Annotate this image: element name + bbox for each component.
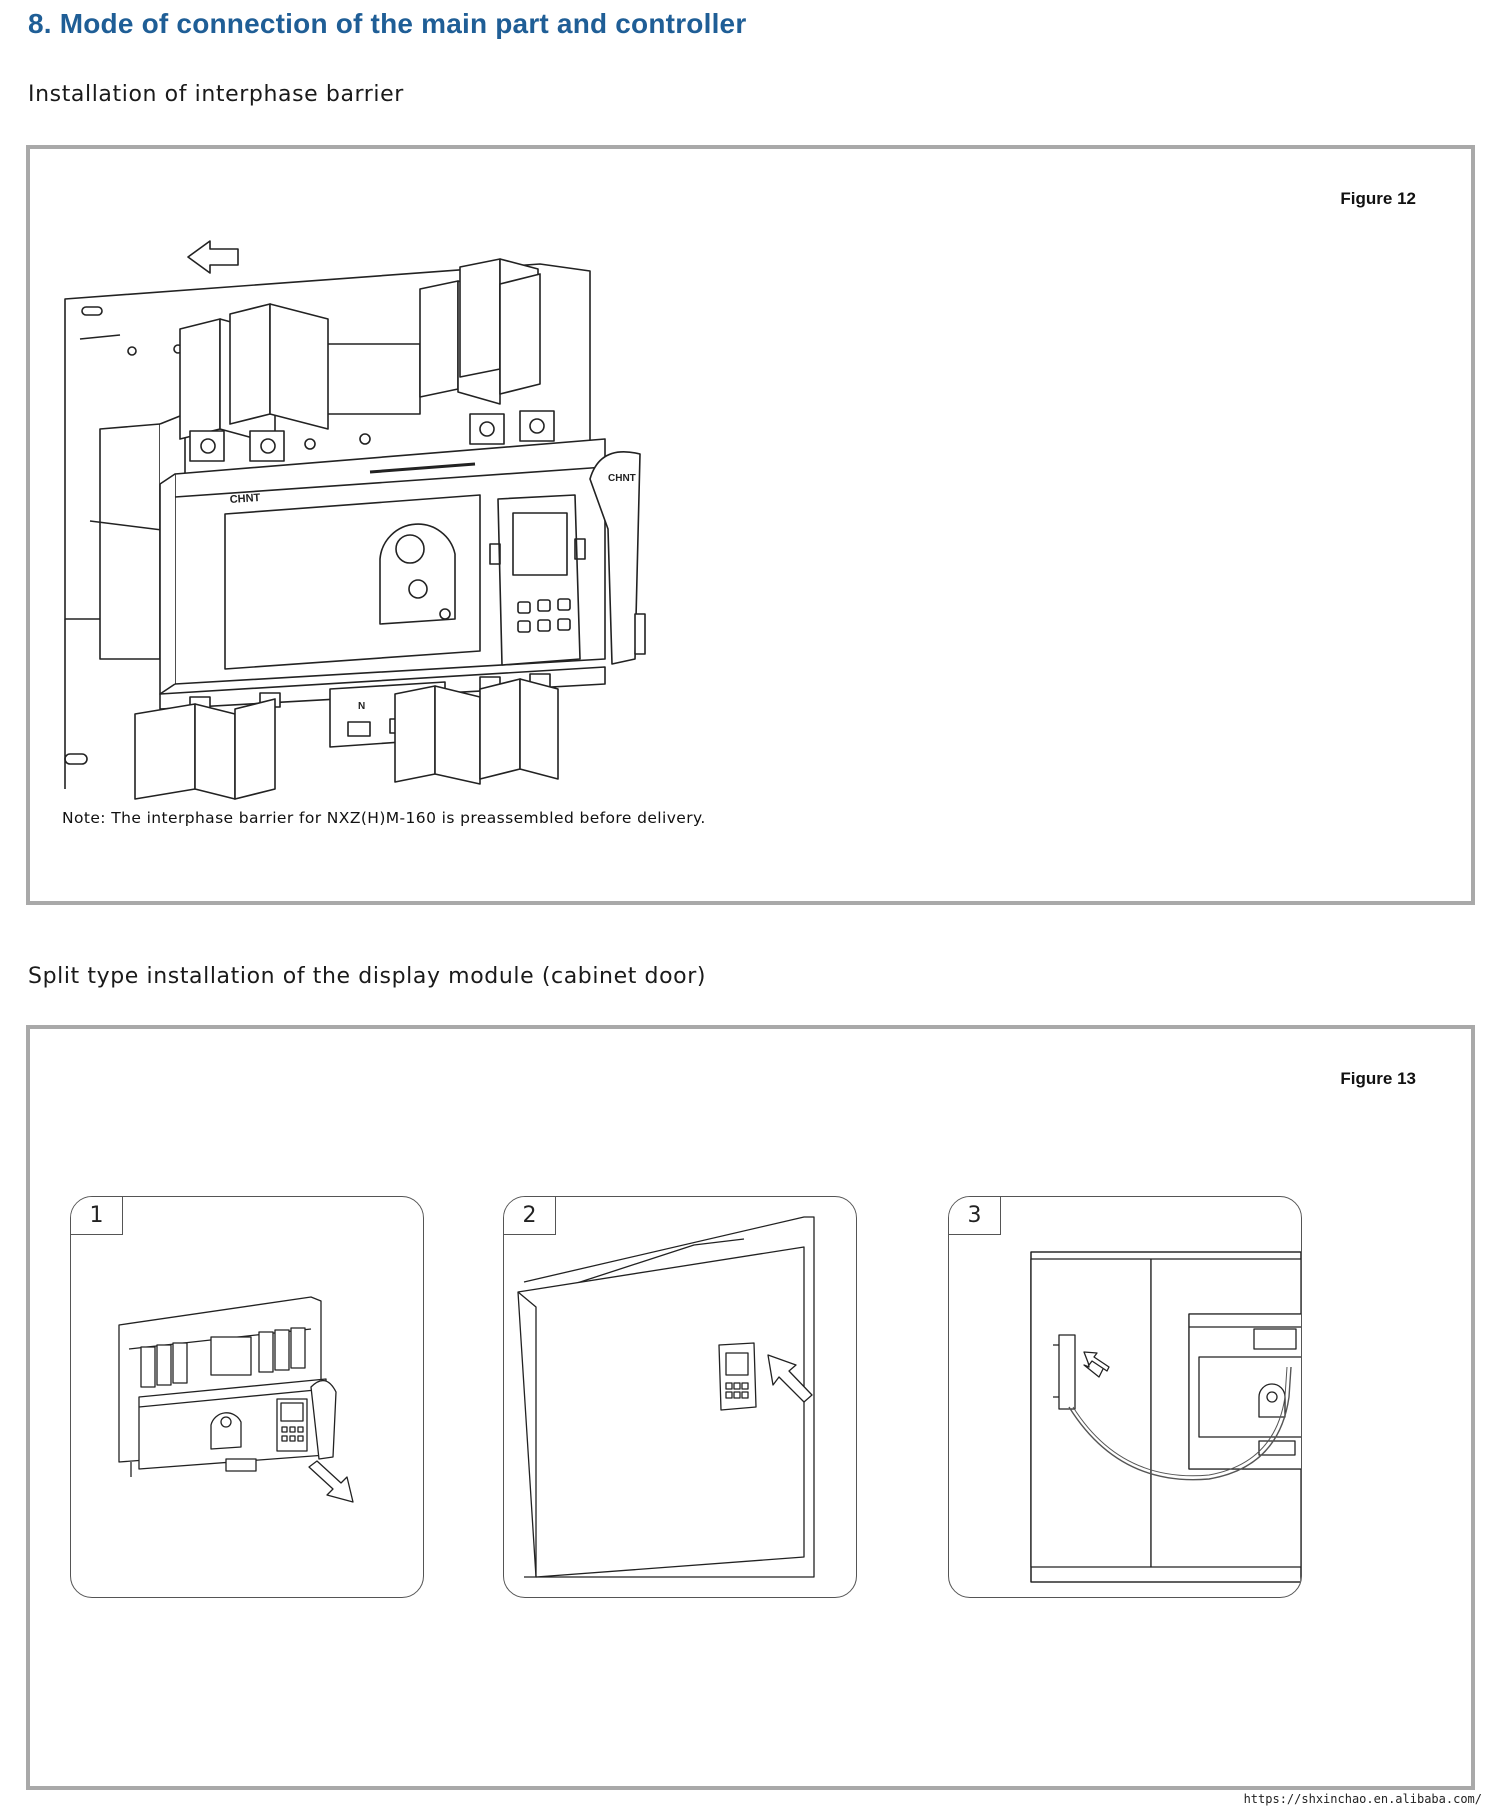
figure-12-label: Figure 12 (1340, 189, 1416, 208)
footer-url[interactable]: https://shxinchao.en.alibaba.com/ (1243, 1792, 1482, 1806)
step-2-illustration (517, 1216, 815, 1578)
figure-12-note: Note: The interphase barrier for NXZ(H)M… (62, 809, 706, 827)
terminal-label-n: N (358, 701, 365, 712)
step-1-number: 1 (71, 1197, 123, 1235)
figure-13-panel: Figure 13 1 2 (26, 1025, 1475, 1790)
step-3-panel: 3 (948, 1196, 1302, 1598)
device-brand-handle: CHNT (608, 473, 636, 484)
step-3-number: 3 (949, 1197, 1001, 1235)
section-title-interphase-barrier: Installation of interphase barrier (28, 82, 404, 107)
interphase-barrier-illustration: CHNT CHNT N R (64, 240, 646, 800)
step-2-number: 2 (504, 1197, 556, 1235)
figure-12-panel: Figure 12 (26, 145, 1475, 905)
step-2-panel: 2 (503, 1196, 857, 1598)
device-brand-left: CHNT (229, 492, 261, 506)
step-1-panel: 1 (70, 1196, 424, 1598)
section-title-split-install: Split type installation of the display m… (28, 964, 707, 989)
figure-13-label: Figure 13 (1340, 1069, 1416, 1088)
page-heading: 8. Mode of connection of the main part a… (28, 8, 747, 39)
step-1-illustration (118, 1296, 354, 1503)
step-3-illustration (1030, 1251, 1301, 1583)
